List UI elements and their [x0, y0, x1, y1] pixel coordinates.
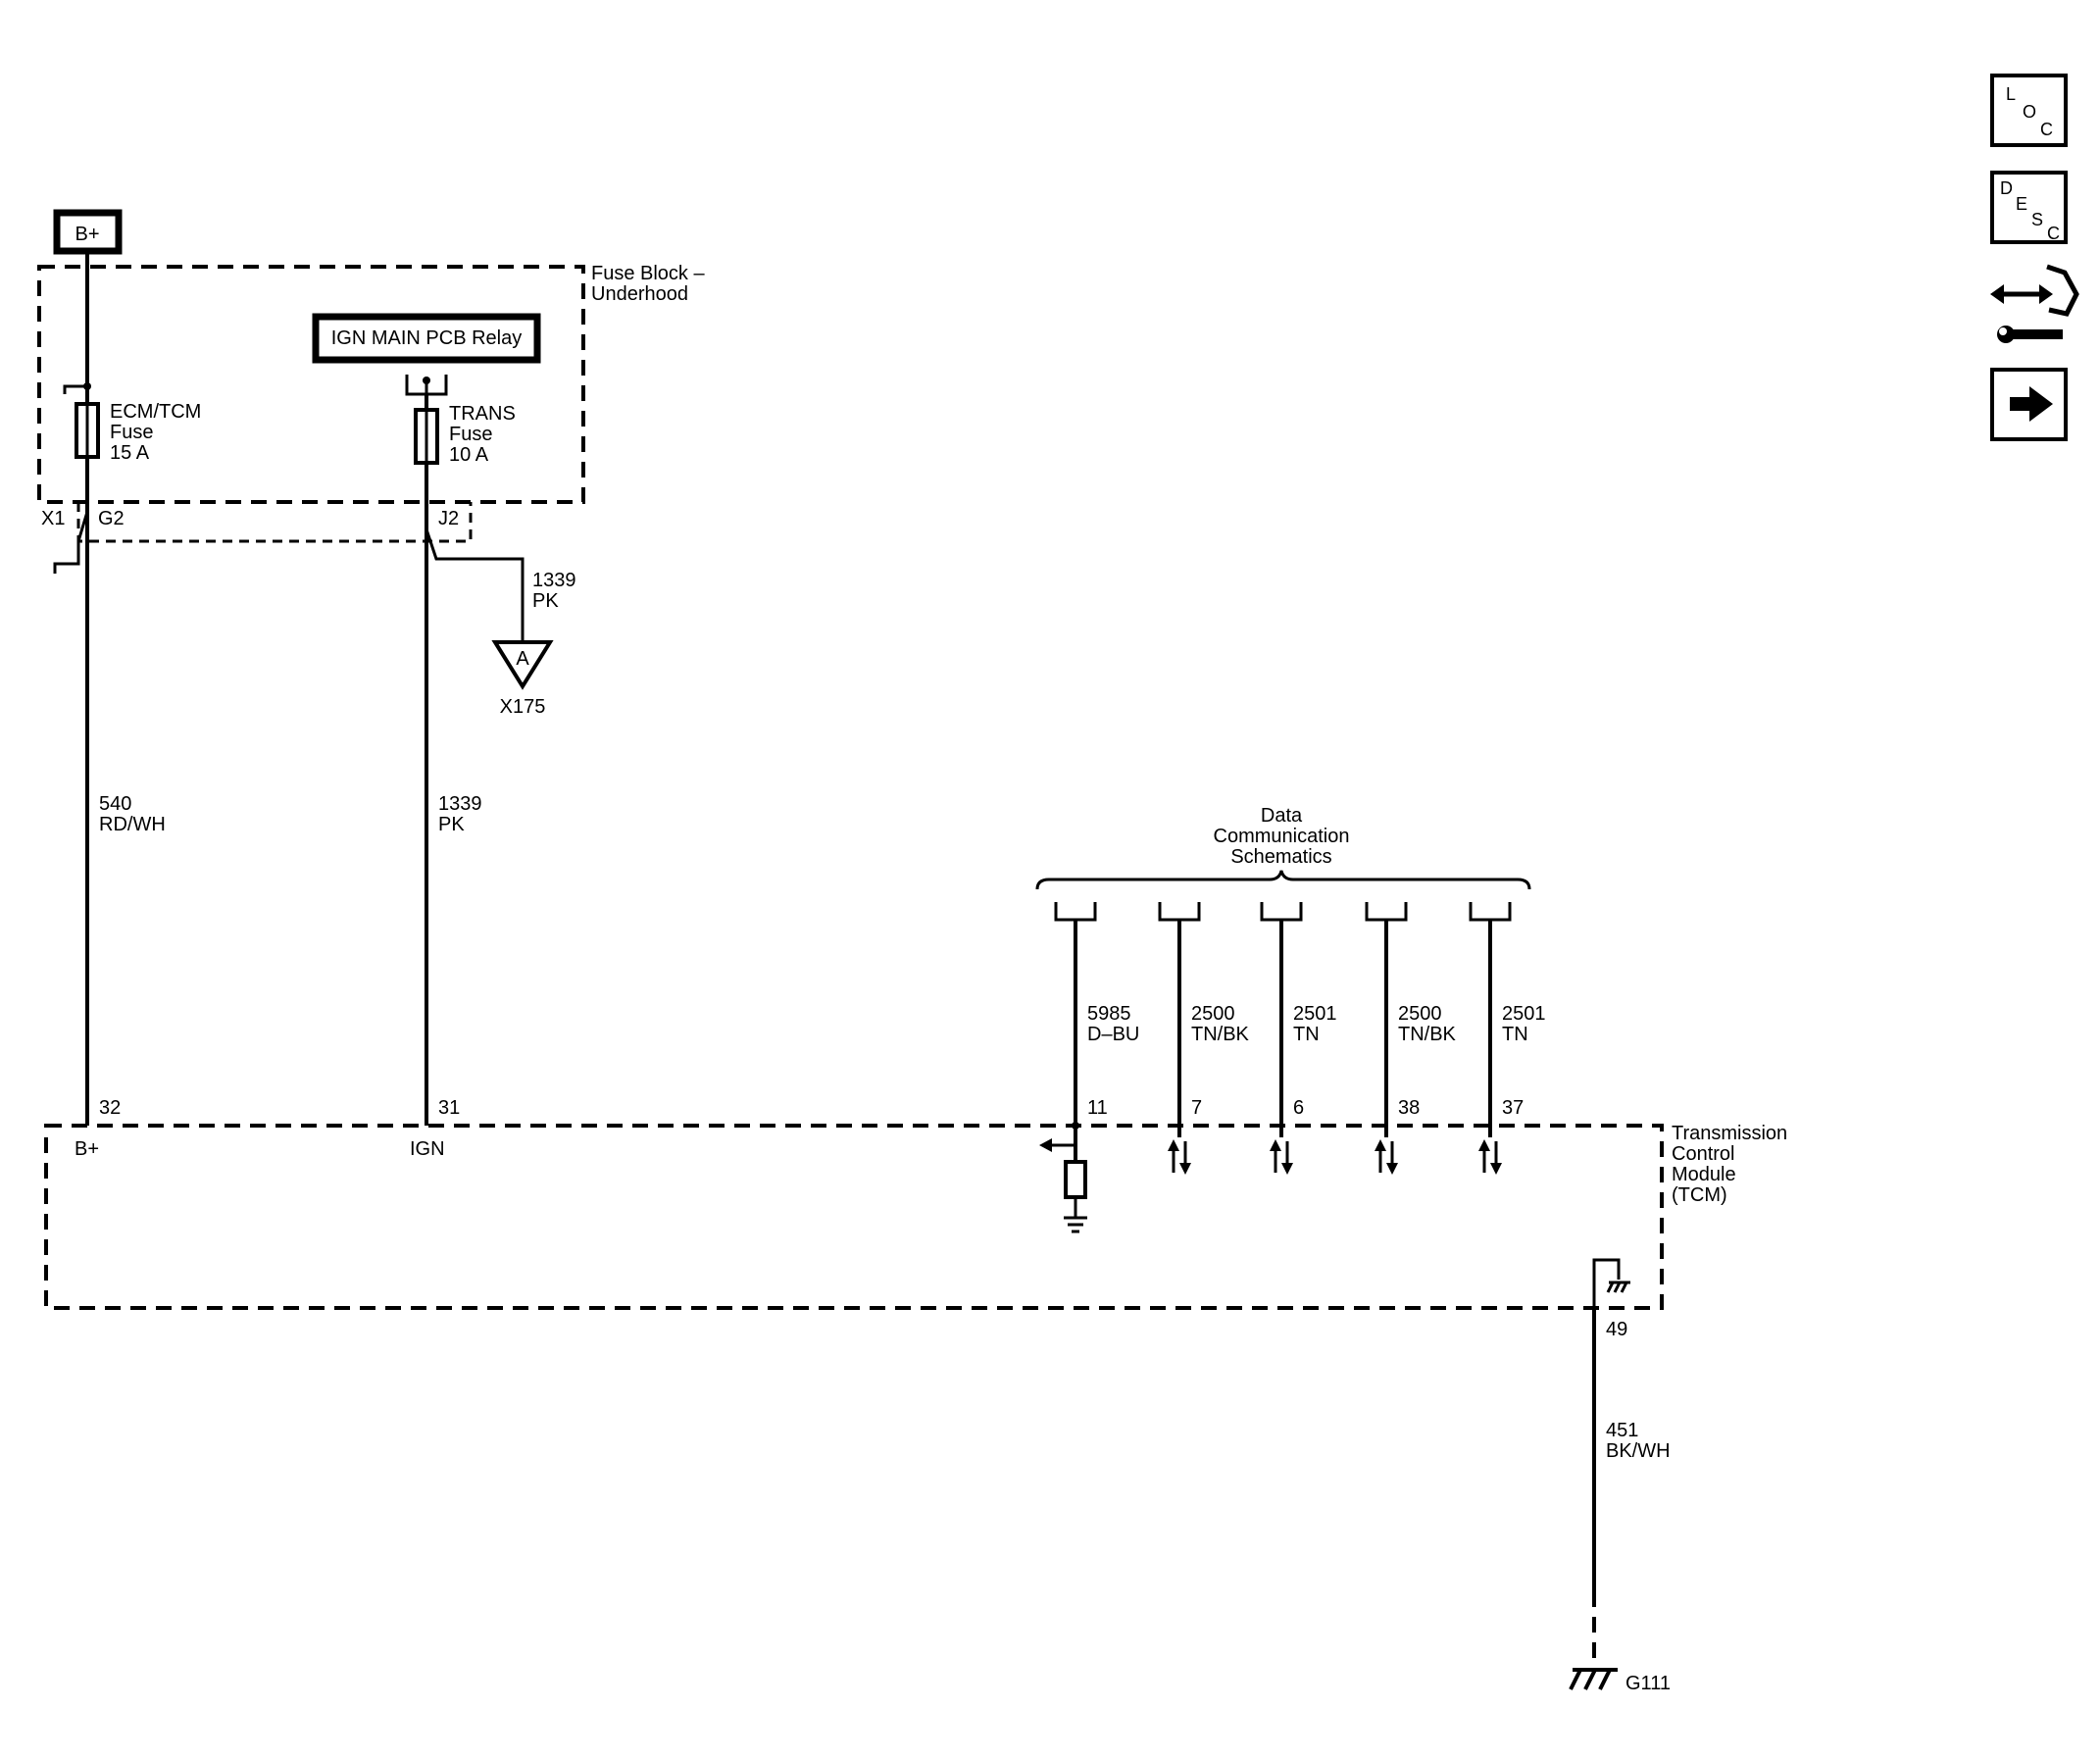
pin-7-bidirectional-icon [1168, 1126, 1191, 1175]
dc-wire-4-color: TN/BK [1398, 1024, 1457, 1045]
ground-circuit: 49 451 BK/WH G111 [1569, 1258, 1671, 1694]
tcm-pin-b-plus: B+ [75, 1138, 99, 1160]
tcm-pin-32: 32 [99, 1097, 121, 1119]
tcm-label-4: (TCM) [1672, 1184, 1727, 1206]
dc-wire-5-number: 2501 [1502, 1003, 1546, 1025]
data-comm-label-1: Data [1261, 805, 1303, 827]
tcm-label-3: Module [1672, 1164, 1736, 1185]
ecm-tcm-fuse-label-3: 15 A [110, 442, 150, 464]
svg-text:L: L [2006, 84, 2016, 104]
ign-main-relay: IGN MAIN PCB Relay [312, 313, 541, 396]
fuse-block-label-2: Underhood [591, 283, 688, 305]
dc-wire-1-color: D–BU [1087, 1024, 1139, 1045]
wire-540-color: RD/WH [99, 814, 166, 835]
dc-wire-4: 2500 TN/BK 38 [1365, 902, 1457, 1126]
location-button[interactable]: L O C [1990, 74, 2068, 147]
ecm-tcm-fuse-label-2: Fuse [110, 422, 153, 443]
ground-g111-label: G111 [1625, 1673, 1671, 1694]
wire-540-number: 540 [99, 793, 131, 815]
b-plus-source: B+ [53, 209, 123, 255]
chassis-ground-icon [1569, 1668, 1618, 1690]
description-button[interactable]: D E S C [1990, 171, 2068, 244]
description-icon: D E S C [2000, 178, 2060, 243]
pin-38-bidirectional-icon [1375, 1126, 1398, 1175]
dc-wire-2-pin: 7 [1191, 1097, 1202, 1119]
svg-text:C: C [2047, 224, 2060, 243]
tcm-module: Transmission Control Module (TCM) [44, 1123, 1787, 1310]
wire-451-number: 451 [1606, 1420, 1638, 1441]
tcm-pin-ign: IGN [410, 1138, 445, 1160]
arrow-right-icon [2010, 386, 2053, 422]
pin-37-bidirectional-icon [1478, 1126, 1502, 1175]
tcm-pin-31: 31 [438, 1097, 460, 1119]
trans-fuse-circuit: TRANS Fuse 10 A J2 1339 PK A X175 1339 P… [410, 394, 576, 1160]
dc-wire-2-color: TN/BK [1191, 1024, 1250, 1045]
splice-triangle-icon [491, 640, 554, 690]
svg-text:E: E [2016, 194, 2027, 214]
pin-11-ground-icon [1064, 1216, 1087, 1233]
dc-wire-2: 2500 TN/BK 7 [1158, 902, 1250, 1126]
svg-text:O: O [2023, 102, 2036, 122]
ecm-tcm-circuit: ECM/TCM Fuse 15 A X1 G2 540 RD/WH 32 B+ [41, 251, 201, 1160]
dc-wire-5-pin: 37 [1502, 1097, 1524, 1119]
ecm-tcm-fuse-label-1: ECM/TCM [110, 401, 201, 423]
fuse-block-label-1: Fuse Block – [591, 263, 705, 284]
b-plus-source-label: B+ [75, 224, 99, 245]
wire-451-color: BK/WH [1606, 1440, 1671, 1462]
connector-j2-label: J2 [438, 508, 459, 529]
tcm-pin-49: 49 [1606, 1319, 1627, 1340]
dc-wire-5-color: TN [1502, 1024, 1528, 1045]
splice-letter: A [516, 648, 529, 670]
data-comm-label-3: Schematics [1230, 846, 1331, 868]
dc-wire-4-pin: 38 [1398, 1097, 1420, 1119]
next-page-button[interactable] [1990, 368, 2068, 441]
location-icon: L O C [2006, 84, 2053, 139]
dc-wire-1-pin: 11 [1087, 1097, 1108, 1119]
splice-connector-label: X175 [500, 696, 546, 718]
splice-wire-color: PK [532, 590, 559, 612]
fuse-block-underhood: Fuse Block – Underhood [37, 263, 705, 543]
trans-fuse-label-2: Fuse [449, 424, 492, 445]
dc-wire-3-color: TN [1293, 1024, 1320, 1045]
dc-wire-3-number: 2501 [1293, 1003, 1337, 1025]
dc-wire-3-pin: 6 [1293, 1097, 1304, 1119]
dc-wire-1-number: 5985 [1087, 1003, 1131, 1025]
dc-wire-4-number: 2500 [1398, 1003, 1442, 1025]
data-comm-label-2: Communication [1214, 826, 1350, 847]
wire-1339-number: 1339 [438, 793, 482, 815]
connector-wrench-icon [1990, 264, 2079, 343]
tcm-label-2: Control [1672, 1143, 1734, 1165]
connector-g2-label: G2 [98, 508, 125, 529]
splice-wire-number: 1339 [532, 570, 576, 591]
pin-11-resistor-icon [1064, 1160, 1087, 1199]
tcm-label-1: Transmission [1672, 1123, 1787, 1144]
data-communication-group: Data Communication Schematics [1035, 805, 1531, 890]
pin-11-pulldown [1039, 1122, 1087, 1233]
connector-x1-label: X1 [41, 508, 65, 529]
wire-1339-color: PK [438, 814, 465, 835]
pin-11-arrow-icon [1039, 1138, 1052, 1152]
svg-text:S: S [2031, 210, 2043, 229]
trans-fuse-label-1: TRANS [449, 403, 516, 425]
connector-wrench-button[interactable] [1990, 264, 2079, 343]
chassis-ground-small-icon [1606, 1281, 1630, 1293]
pin-6-bidirectional-icon [1270, 1126, 1293, 1175]
dc-wire-2-number: 2500 [1191, 1003, 1235, 1025]
dc-wire-3: 2501 TN 6 [1260, 902, 1337, 1126]
svg-text:C: C [2040, 120, 2053, 139]
svg-text:D: D [2000, 178, 2013, 198]
dc-wire-5: 2501 TN 37 [1469, 902, 1546, 1126]
trans-fuse-label-3: 10 A [449, 444, 489, 466]
dc-wire-1: 5985 D–BU 11 [1054, 902, 1139, 1126]
relay-label: IGN MAIN PCB Relay [331, 327, 522, 349]
